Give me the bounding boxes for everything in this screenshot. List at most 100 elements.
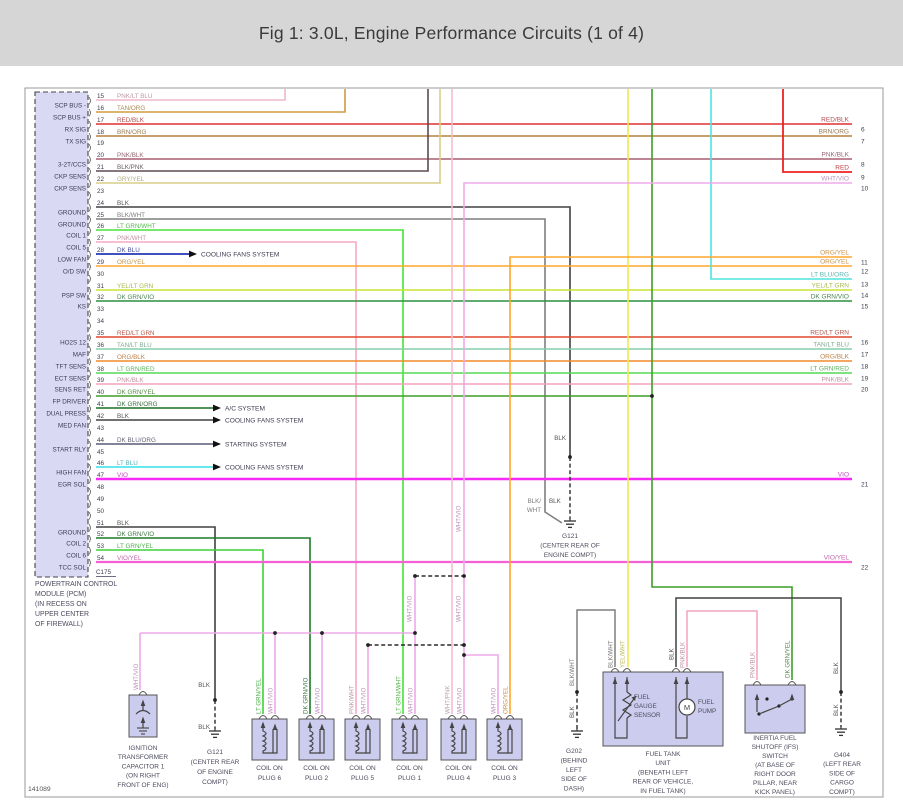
exit-wire-label: RED/LT GRN xyxy=(810,330,849,337)
pin-signal-label: MED FAN xyxy=(58,423,86,430)
wire-pin-53 xyxy=(96,549,264,714)
coil-primary-icon xyxy=(308,726,320,754)
arrow-up-icon xyxy=(461,723,467,730)
pin-wire-color: PNK/WHT xyxy=(117,235,146,242)
terminal-chevron-icon xyxy=(752,681,762,686)
component-caption-line: (LEFT REAR xyxy=(823,761,861,768)
coil-on-plug-box-4 xyxy=(440,718,477,761)
pin-bracket: ) xyxy=(89,499,92,508)
component-caption-line: COIL ON xyxy=(256,765,283,772)
pin-bracket: ) xyxy=(89,96,92,105)
pin-signal-label: LOW FAN xyxy=(58,257,87,264)
coil-secondary-icon xyxy=(507,729,513,754)
pin-number: 40 xyxy=(97,389,105,396)
pin-bracket: ) xyxy=(89,440,92,449)
pin-bracket: ) xyxy=(89,428,92,437)
exit-wire-label: YEL/LT GRN xyxy=(812,283,850,290)
ifs-switch-arm xyxy=(778,698,793,707)
wire-blk-wht-g202 xyxy=(576,609,616,692)
system-ref-label: STARTING SYSTEM xyxy=(225,441,287,448)
pin-number: 48 xyxy=(97,484,105,491)
component-caption-line: G121 xyxy=(207,749,223,756)
arrow-up-icon xyxy=(319,723,325,730)
wire-tag: WHT/PNK xyxy=(445,685,452,714)
component-caption-line: (AT BASE OF xyxy=(755,762,795,769)
pin-signal-label: SCP BUS - xyxy=(55,103,86,110)
pin-signal-label: EGR SOL xyxy=(58,482,86,489)
pin-wire-color: LT BLU xyxy=(117,460,138,467)
pin-bracket: ) xyxy=(89,487,92,496)
pin-bracket: ) xyxy=(89,392,92,401)
arrow-right-icon xyxy=(213,440,221,448)
pin-wire-color: DK GRN/ORG xyxy=(117,401,158,408)
connector-label: C175 xyxy=(96,569,112,576)
pin-number: 45 xyxy=(97,449,105,456)
wire-tag: ORG/YEL xyxy=(503,686,510,714)
pin-signal-label: COIL 2 xyxy=(66,541,86,548)
junction-dot xyxy=(575,690,579,694)
pin-wire-color: VIO/YEL xyxy=(117,555,142,562)
pin-bracket: ) xyxy=(89,463,92,472)
pin-number: 54 xyxy=(97,555,105,562)
pin-bracket: ) xyxy=(89,558,92,567)
pin-bracket: ) xyxy=(89,203,92,212)
pin-wire-color: BRN/ORG xyxy=(117,129,146,136)
pin-bracket: ) xyxy=(89,250,92,259)
fuel-gauge-resistor-icon xyxy=(621,691,633,719)
pin-number: 25 xyxy=(97,212,105,219)
fuel-gauge-loop xyxy=(614,677,628,739)
pin-wire-color: DK GRN/VIO xyxy=(117,294,154,301)
pcm-connector-box xyxy=(34,91,89,578)
wire-tag: BLK/WHT xyxy=(569,658,576,686)
wire-org-yel-coil3 xyxy=(509,256,852,714)
wire-tag: PNK/WHT xyxy=(349,685,356,714)
junction-dot xyxy=(413,631,417,635)
arrow-up-icon xyxy=(495,721,501,728)
pin-bracket: ) xyxy=(89,309,92,318)
pin-bracket: ) xyxy=(89,286,92,295)
pin-bracket: ) xyxy=(89,274,92,283)
wire-wht-vio-coil3 xyxy=(464,654,499,714)
pin-number: 31 xyxy=(97,283,105,290)
system-ref-label: COOLING FANS SYSTEM xyxy=(225,417,303,424)
wire-tag: BLK xyxy=(833,703,840,716)
pin-bracket: ) xyxy=(89,238,92,247)
component-caption-line: (CENTER REAR xyxy=(191,759,240,766)
exit-wire-label: DK GRN/VIO xyxy=(811,294,849,301)
pin-signal-label: GROUND xyxy=(58,222,86,229)
pin-bracket: ) xyxy=(89,108,92,117)
wire-tag: WHT xyxy=(527,507,541,514)
pcm-caption-line: OF FIREWALL) xyxy=(35,621,83,628)
exit-circuit-number: 14 xyxy=(861,293,869,300)
pin-signal-label: GROUND xyxy=(58,210,86,217)
pin-signal-label: ECT SENS xyxy=(55,376,86,383)
coil-primary-icon xyxy=(261,726,273,754)
wire-tag: WHT/VIO xyxy=(133,663,140,690)
wire-tag: WHT/VIO xyxy=(407,595,414,622)
wire-tag: LT GRN/YEL xyxy=(256,678,263,714)
arrow-up-icon xyxy=(789,693,795,700)
wire-pin-27 xyxy=(96,241,357,714)
component-caption-line: INERTIA FUEL xyxy=(753,735,797,742)
pin-signal-label: CKP SENS xyxy=(54,186,86,193)
pin-signal-label: HIGH FAN xyxy=(56,470,86,477)
coil-primary-icon xyxy=(401,726,413,754)
exit-circuit-number: 9 xyxy=(861,175,865,182)
wire-tag: WHT/VIO xyxy=(268,687,275,714)
arrow-up-icon xyxy=(754,693,760,700)
pin-number: 17 xyxy=(97,117,105,124)
arrow-up-icon xyxy=(507,723,513,730)
exit-wire-label: PNK/BLK xyxy=(822,152,850,159)
ifs-switch-arm xyxy=(758,705,780,715)
component-caption-line: PLUG 4 xyxy=(447,775,471,782)
component-caption-line: G202 xyxy=(566,748,582,755)
component-caption-line: TRANSFORMER xyxy=(118,754,169,761)
pin-wire-color: GRY/YEL xyxy=(117,176,145,183)
component-caption-line: G404 xyxy=(834,752,850,759)
component-caption-line: KICK PANEL) xyxy=(755,789,795,796)
exit-circuit-number: 18 xyxy=(861,364,869,371)
fuel-gauge-arrow xyxy=(617,695,637,722)
fuel-gauge-label: GAUGE xyxy=(634,703,657,710)
fuel-pump-label: PUMP xyxy=(698,708,716,715)
wire-pin-26 xyxy=(96,229,404,714)
